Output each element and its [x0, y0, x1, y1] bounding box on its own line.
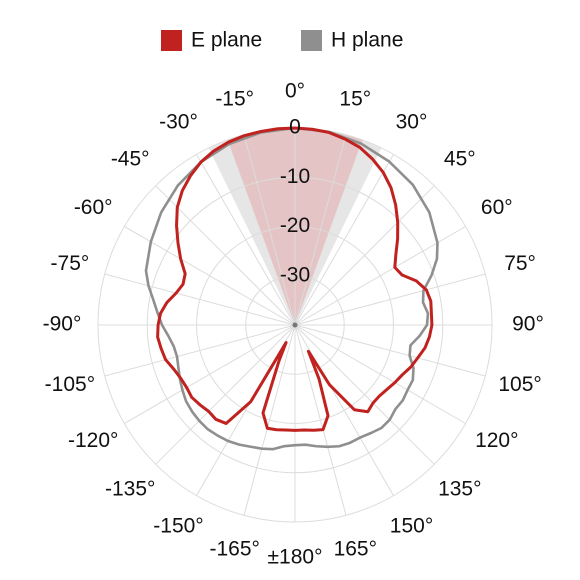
angle-labels: 0° 15° 30° 45° 60° 75° 90° 105° 120° 135°150° 165°…	[43, 80, 544, 569]
grid-spoke-75	[294, 273, 486, 326]
angle-label: -90°	[43, 313, 82, 336]
angle-label: 60°	[481, 196, 513, 219]
grid-spoke-150	[294, 324, 394, 496]
grid-spoke-285	[104, 273, 296, 326]
angle-label: -105°	[45, 373, 95, 396]
radial-labels: 0 -10 -20 -30	[280, 116, 310, 287]
grid-spoke-135	[294, 324, 435, 465]
grid-spoke-255	[104, 324, 296, 377]
angle-label: -150°	[153, 514, 203, 537]
grid-spoke-240	[124, 324, 296, 424]
angle-label: -75°	[51, 252, 90, 275]
grid-spoke-225	[155, 324, 296, 465]
angle-label: 150°	[390, 514, 433, 537]
angle-label: 90°	[512, 313, 544, 336]
angle-label: 45°	[444, 148, 476, 171]
grid-spoke-345	[243, 134, 296, 326]
angle-label: 135°	[438, 477, 481, 500]
legend-swatch	[161, 30, 182, 51]
angle-label: -15°	[215, 87, 254, 110]
angle-label: ±180°	[268, 546, 323, 569]
radial-label: -10	[280, 165, 310, 188]
grid-spoke-105	[294, 324, 486, 377]
angle-label: -165°	[209, 538, 259, 561]
grid-spoke-300	[124, 226, 296, 326]
grid-spoke-330	[196, 154, 296, 326]
legend-label: H plane	[331, 29, 403, 52]
angle-label: 120°	[475, 429, 518, 452]
grid-spoke-45	[294, 185, 435, 326]
grid-spoke-165	[294, 324, 347, 516]
radial-label: -30	[280, 263, 310, 286]
angle-label: -60°	[74, 196, 113, 219]
grid-spoke-120	[294, 324, 466, 424]
series-line-e-plane	[156, 126, 434, 432]
chart-series	[144, 126, 439, 451]
angle-label: 15°	[339, 87, 371, 110]
angle-label: -120°	[68, 429, 118, 452]
series-line-h-plane	[144, 126, 439, 451]
angle-label: -135°	[105, 477, 155, 500]
grid-spoke-315	[155, 185, 296, 326]
angle-label: -30°	[159, 111, 198, 134]
legend-swatch	[301, 30, 322, 51]
radial-label: -20	[280, 214, 310, 237]
angle-label: 165°	[334, 538, 377, 561]
angle-label: 105°	[498, 373, 541, 396]
grid-spoke-30	[294, 154, 394, 326]
legend-label: E plane	[191, 29, 262, 52]
grid-spoke-15	[294, 134, 347, 326]
angle-label: 30°	[396, 111, 428, 134]
angle-label: -45°	[111, 148, 150, 171]
radial-label: 0	[289, 116, 301, 139]
angle-label: 0°	[285, 80, 305, 103]
center-point	[292, 322, 298, 328]
grid-spoke-195	[243, 324, 296, 516]
angle-label: 75°	[504, 252, 536, 275]
chart-legend: E plane H plane	[161, 29, 403, 52]
